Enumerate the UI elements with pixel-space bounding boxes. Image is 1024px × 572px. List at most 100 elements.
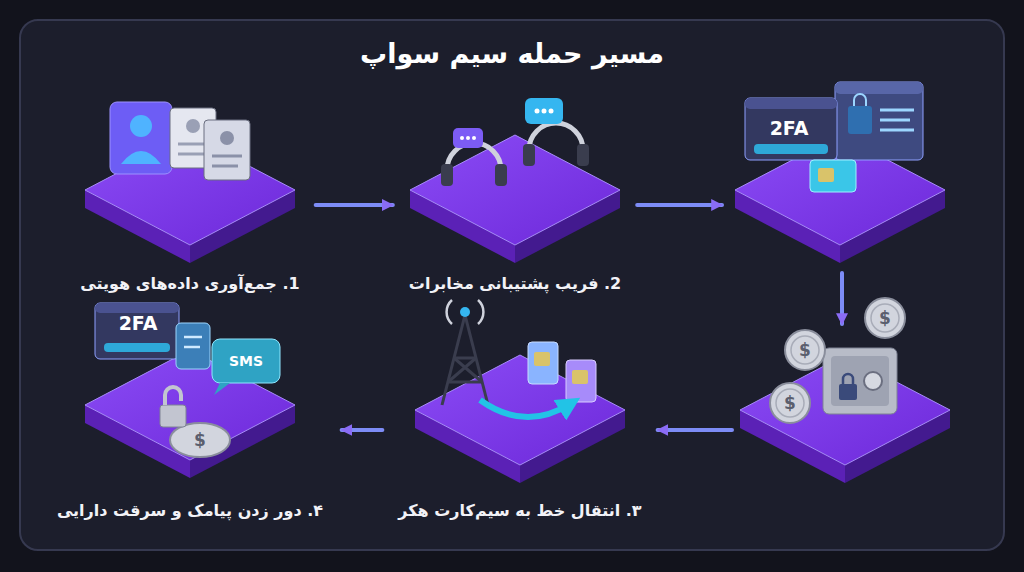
illustration-shape [184,346,200,349]
illustration-shape [791,336,819,364]
flow-arrow [637,203,722,207]
diagram-title: مسیر حمله سیم سواپ [0,38,1024,69]
illustration-shape [810,160,856,192]
twofa-badge: 2FA [770,117,809,139]
illustration-shape [104,343,170,352]
illustration-shape [212,339,280,383]
illustration-shape [854,94,866,106]
step-label: 2. فریب پشتیبانی مخابرات [409,274,621,293]
illustration-shape [864,372,882,390]
illustration-shape [442,315,488,405]
step-node: 2FASMS$۴. دور زدن پیامک و سرقت دارایی [51,332,333,525]
illustration-shape [95,303,179,313]
illustration-shape [776,389,804,417]
coin-symbol: $ [784,393,796,413]
illustration-shape [184,336,202,339]
illustration-shape [549,109,554,114]
illustration-shape [754,144,828,154]
illustration-shape [448,381,482,384]
illustration-shape [566,360,596,402]
illustration-shape [528,342,558,384]
illustration-shape [843,374,853,384]
illustration-shape [770,383,810,423]
flow-arrow [342,428,383,432]
illustration-shape [466,136,470,140]
illustration-shape [410,135,620,263]
coin-symbol: $ [879,308,891,328]
identity-platform [85,102,295,263]
twofa-badge: 2FA [119,312,158,334]
illustration-shape [454,358,482,382]
illustration-shape [212,165,238,168]
step-node: 2. فریب پشتیبانی مخابرات [401,90,629,300]
twofa-platform [735,82,945,263]
illustration-shape [740,355,950,483]
illustration-shape [880,129,914,132]
illustration-shape [880,109,914,112]
illustration-shape [176,323,210,369]
illustration-shape [415,355,625,483]
illustration-shape [447,300,484,324]
illustration-shape [572,370,588,384]
step-node: $$$ [740,332,950,477]
illustration-shape [848,106,872,134]
illustration-shape [839,384,857,400]
illustration-shape [460,136,464,140]
illustration-shape [534,352,550,366]
step-node: 1. جمع‌آوری داده‌های هویتی [72,90,307,300]
illustration-shape [472,136,476,140]
illustration-shape [453,128,483,148]
illustration-shape [480,400,570,417]
illustration-shape [130,115,152,137]
coin-symbol: $ [799,340,811,360]
illustration-shape [121,151,161,164]
bypass-platform [85,303,295,478]
illustration-shape [214,383,230,395]
illustration-shape [212,155,242,158]
flow-arrow [658,428,732,432]
vault-platform [740,298,950,483]
illustration-shape [865,298,905,338]
illustration-shape [529,123,583,150]
step-label: 1. جمع‌آوری داده‌های هویتی [80,274,299,293]
illustration-shape [880,119,910,122]
illustration-shape [818,168,834,182]
panel [20,20,1004,550]
step-node: ۳. انتقال خط به سیم‌کارت هکر [390,332,649,525]
illustration-shape [785,330,825,370]
illustration-shape [110,102,172,174]
illustration-shape [220,131,234,145]
step-node: 2FA [730,90,950,265]
illustration-shape [535,109,540,114]
illustration-shape [170,423,230,457]
illustration-shape [523,144,535,166]
illustration-shape [186,119,200,133]
illustration-shape [160,405,186,427]
illustration-shape [460,307,470,317]
coin-symbol: $ [194,430,206,450]
illustration-shape [823,348,897,414]
illustration-shape [871,304,899,332]
illustration-shape [448,358,476,382]
illustration-shape [835,82,923,94]
illustration-shape [542,109,547,114]
illustration-shape [577,144,589,166]
illustration-shape [95,303,179,359]
step-label: ۳. انتقال خط به سیم‌کارت هکر [398,501,641,520]
illustration-shape [442,315,465,405]
illustration-shape [495,164,507,186]
flow-arrow [316,203,393,207]
illustration-shape [165,387,181,405]
illustration-shape [745,98,837,109]
step-label: ۴. دور زدن پیامک و سرقت دارایی [57,501,323,520]
support-platform [410,98,620,263]
illustration-shape [745,98,837,160]
illustration-shape [441,164,453,186]
tower-platform [415,300,625,483]
illustration-shape [525,98,563,124]
illustration-shape [204,120,250,180]
sms-label: SMS [229,353,263,369]
illustration-shape [178,153,204,156]
illustration-shape [835,82,923,160]
